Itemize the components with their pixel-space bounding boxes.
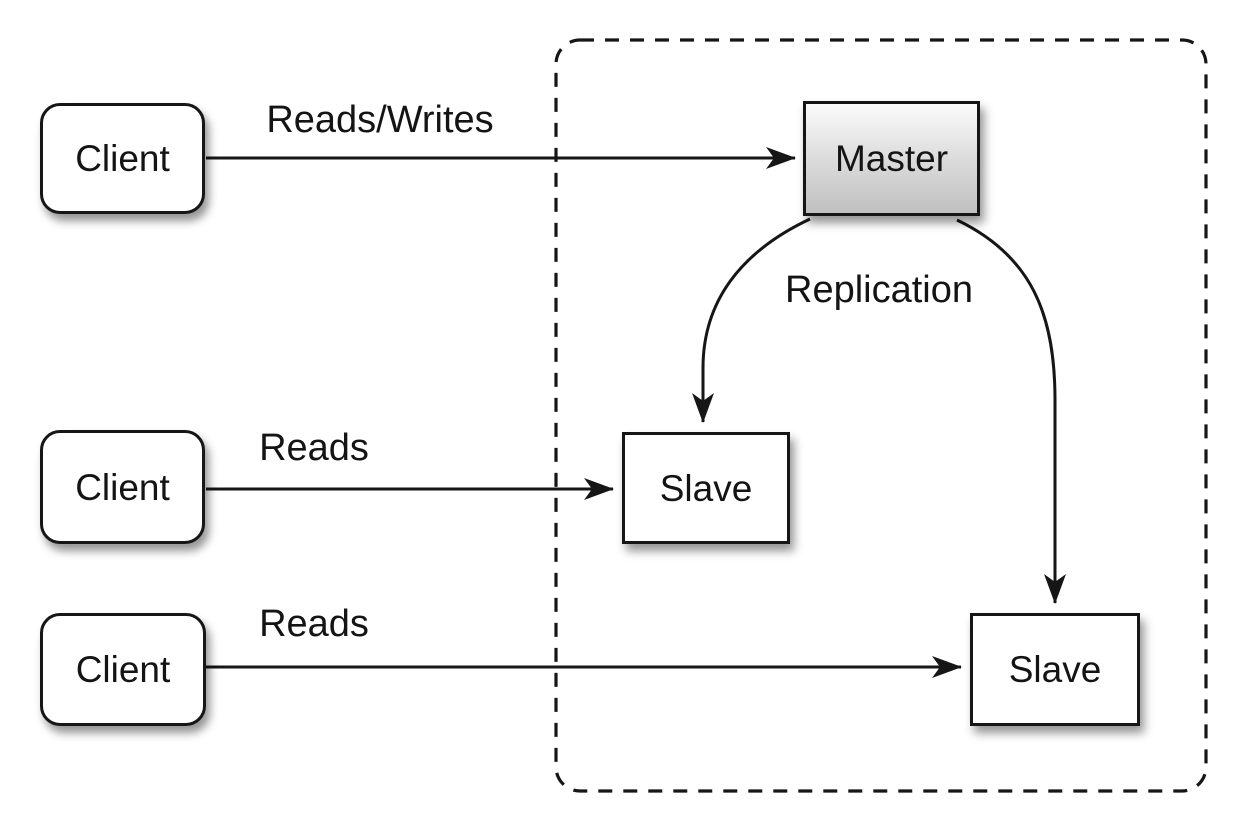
node-master-label: Master — [834, 138, 949, 179]
node-slave-2: Slave — [970, 613, 1140, 726]
node-client-3: Client — [40, 613, 206, 726]
node-client-1-label: Client — [75, 138, 170, 179]
edge-label-reads-middle: Reads — [259, 427, 369, 469]
node-master: Master — [803, 101, 980, 216]
edge-label-reads-bottom: Reads — [259, 603, 369, 645]
node-client-2-label: Client — [75, 466, 170, 508]
edge-label-replication: Replication — [785, 269, 973, 311]
arrow-replication-master-to-slave1 — [692, 217, 811, 423]
edge-label-reads-writes: Reads/Writes — [266, 99, 494, 141]
node-client-2: Client — [40, 430, 205, 544]
node-slave-1: Slave — [622, 432, 790, 544]
replication-cluster-boundary — [554, 38, 1208, 793]
node-client-3-label: Client — [75, 649, 171, 690]
arrow-replication-master-to-slave2 — [956, 218, 1066, 604]
node-slave-2-label: Slave — [1008, 649, 1102, 690]
node-slave-1-label: Slave — [659, 467, 753, 509]
node-client-1: Client — [40, 103, 205, 214]
